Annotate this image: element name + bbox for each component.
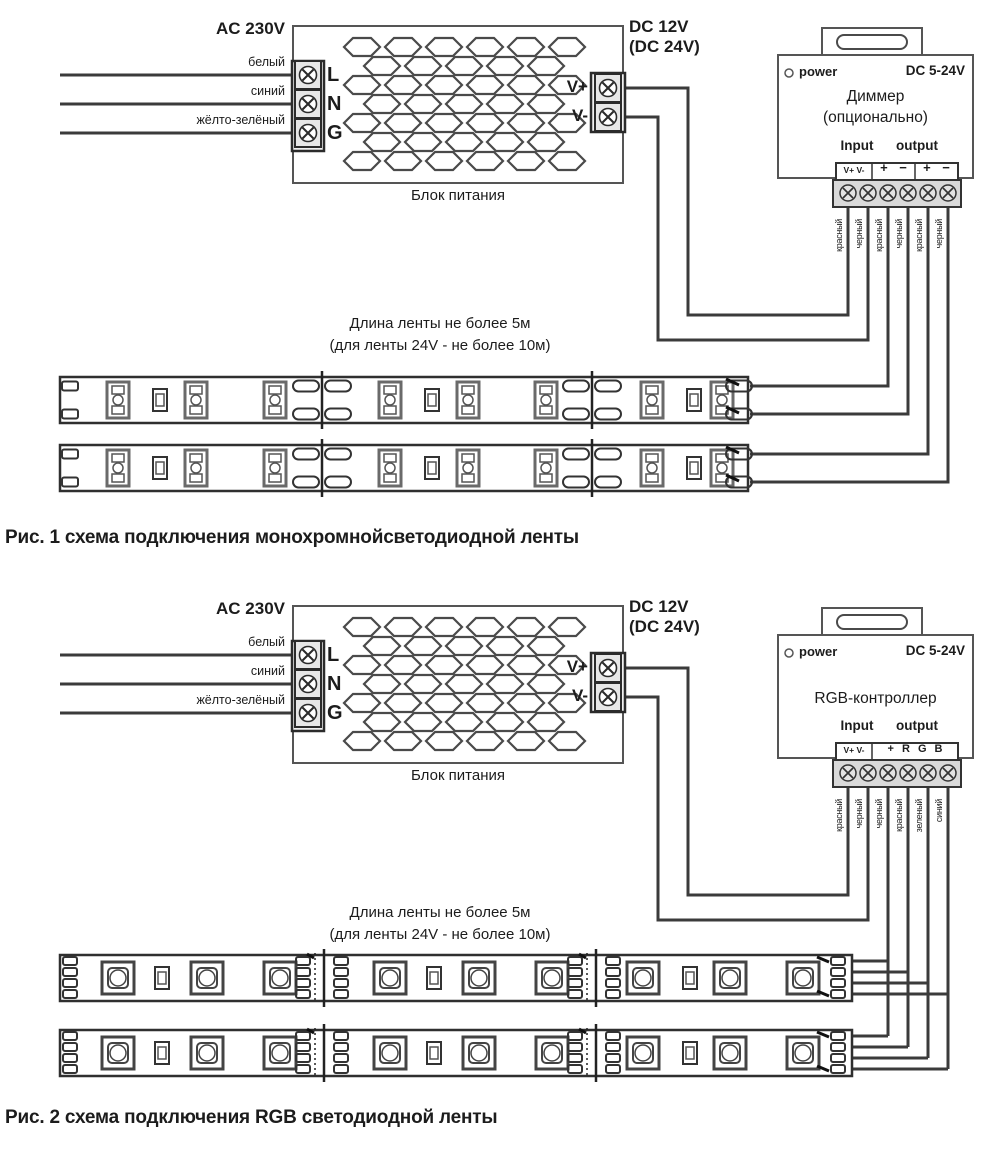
power-led-label: power xyxy=(799,644,838,659)
controller-title: RGB-контроллер xyxy=(814,690,937,707)
wire-color-label-4: черный xyxy=(894,219,904,249)
strip-note-line1: Длина ленты не более 5м xyxy=(349,315,531,332)
psu-caption: Блок питания xyxy=(411,187,505,204)
wire-color-label-3: красный xyxy=(874,219,884,252)
wire-color-label-5: красный xyxy=(914,219,924,252)
wire-color-label-3: черный xyxy=(874,799,884,829)
terminal-group-out1: + − xyxy=(880,160,907,175)
figure2-caption: Рис. 2 схема подключения RGB светодиодно… xyxy=(5,1107,498,1128)
ac-voltage-label: AC 230V xyxy=(216,19,285,38)
fig2-psu xyxy=(292,606,625,763)
controller-voltage-range: DC 5-24V xyxy=(905,643,965,658)
out-wire-1 xyxy=(750,207,890,388)
wire-label-yellow-green: жёлто-зелёный xyxy=(196,113,285,127)
input-label: Input xyxy=(840,138,874,153)
wire-color-label-2: черный xyxy=(854,799,864,829)
fig1-dimmer xyxy=(778,28,973,207)
dc-voltage-line1: DC 12V xyxy=(629,17,689,36)
terminal-g: G xyxy=(327,702,343,724)
controller-title-line2: (опционально) xyxy=(823,109,928,126)
power-led-label: power xyxy=(799,64,838,79)
controller-title-line1: Диммер xyxy=(846,88,905,105)
fig2-graphics xyxy=(60,653,950,1071)
dc-wire-vplus xyxy=(623,86,850,317)
fig1-led-strip-2 xyxy=(60,439,752,497)
controller-voltage-range: DC 5-24V xyxy=(905,63,965,78)
wire-label-white: белый xyxy=(248,635,285,649)
wire-color-label-2: черный xyxy=(854,219,864,249)
wire-color-label-1: красный xyxy=(834,799,844,832)
psu-vminus: V- xyxy=(571,106,588,125)
dc-wire-vminus xyxy=(623,695,870,922)
wire-label-yellow-green: жёлто-зелёный xyxy=(196,693,285,707)
figure1-caption: Рис. 1 схема подключения монохромнойсвет… xyxy=(5,527,579,548)
input-label: Input xyxy=(840,718,874,733)
psu-vplus: V+ xyxy=(566,657,588,676)
terminal-group-out2: + − xyxy=(923,160,950,175)
terminal-l: L xyxy=(327,64,340,86)
strip-note-line2: (для ленты 24V - не более 10м) xyxy=(329,926,551,943)
dc-wire-vplus xyxy=(623,666,850,897)
out-wire-3 xyxy=(750,207,930,456)
terminal-g: G xyxy=(327,122,343,144)
ac-voltage-label: AC 230V xyxy=(216,599,285,618)
wire-label-blue: синий xyxy=(250,664,285,678)
dc-voltage-line1: DC 12V xyxy=(629,597,689,616)
wire-color-label-1: красный xyxy=(834,219,844,252)
wire-color-label-5: зеленый xyxy=(914,799,924,833)
wire-label-blue: синий xyxy=(250,84,285,98)
fig1-graphics xyxy=(60,73,950,484)
terminal-n: N xyxy=(327,93,342,115)
wire-label-white: белый xyxy=(248,55,285,69)
wire-color-label-4: красный xyxy=(894,799,904,832)
terminal-l: L xyxy=(327,644,340,666)
wire-color-label-6: черный xyxy=(934,219,944,249)
strip-note-line1: Длина ленты не более 5м xyxy=(349,904,531,921)
out-wire-4 xyxy=(750,207,950,484)
fig2-led-strip-2 xyxy=(60,1024,852,1082)
fig1-led-strip-1 xyxy=(60,371,752,429)
terminal-group-input: V+ V- xyxy=(843,745,865,755)
psu-vminus: V- xyxy=(571,686,588,705)
terminal-group-output: + R G B xyxy=(887,743,943,755)
strip-note-line2: (для ленты 24V - не более 10м) xyxy=(329,337,551,354)
fig2-led-strip-1 xyxy=(60,949,852,1007)
psu-vplus: V+ xyxy=(566,77,588,96)
fig1-psu xyxy=(292,26,625,183)
output-label: output xyxy=(896,138,938,153)
dc-wire-vminus xyxy=(623,115,870,342)
wire-color-label-6: синий xyxy=(934,799,944,823)
out-wire-2 xyxy=(750,207,910,416)
output-label: output xyxy=(896,718,938,733)
terminal-group-input: V+ V- xyxy=(843,165,865,175)
dc-voltage-line2: (DC 24V) xyxy=(629,37,700,56)
psu-caption: Блок питания xyxy=(411,767,505,784)
terminal-n: N xyxy=(327,673,342,695)
dc-voltage-line2: (DC 24V) xyxy=(629,617,700,636)
